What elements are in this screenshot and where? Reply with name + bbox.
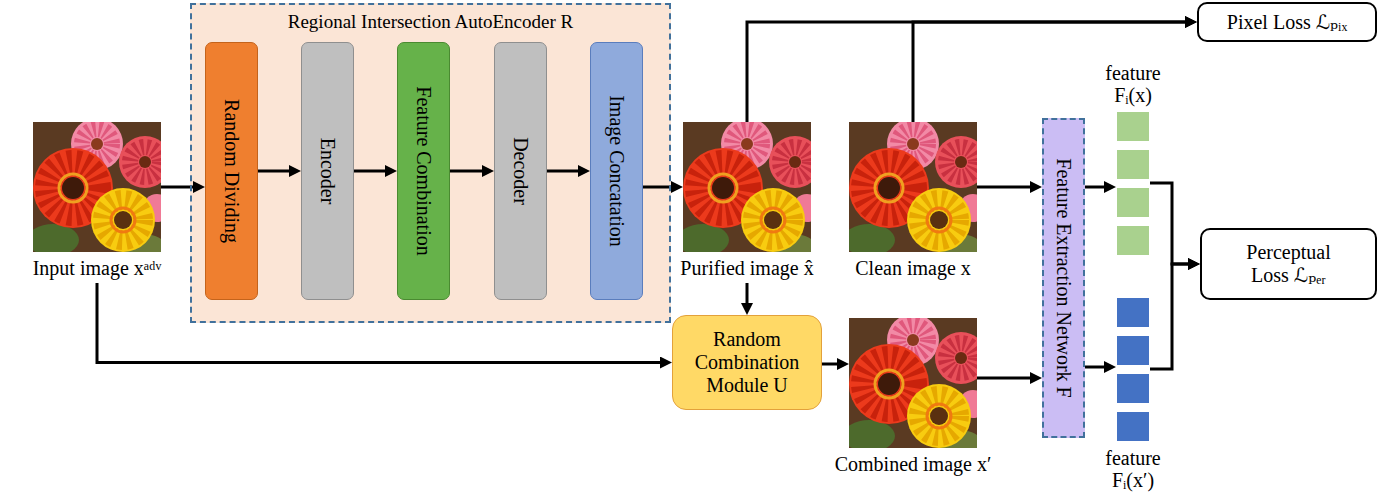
node-label: Random Dividing [221, 99, 243, 243]
node-label: Encoder [317, 138, 339, 205]
feature-column: feature Fᵢ(x) [1116, 110, 1150, 256]
arrow-connector [747, 22, 1187, 122]
feature-squares [1117, 298, 1149, 441]
node-label: Random Combination Module U [682, 328, 812, 397]
node-label: Pixel Loss ℒₚᵢₓ [1227, 11, 1347, 34]
process-block: Random Dividing [205, 42, 258, 300]
arrow-connector [822, 363, 839, 366]
feature-squares [1117, 112, 1149, 255]
flower-photo [27, 118, 171, 258]
image-thumbnail: Purified image x̂ [683, 122, 811, 252]
network-block: Feature Extraction Network F [1042, 118, 1085, 438]
module-box: Random Combination Module U [672, 315, 822, 410]
arrow-connector [643, 186, 673, 189]
image-caption: feature Fᵢ(x) [1093, 62, 1173, 106]
process-block: Image Concatation [590, 42, 643, 300]
flower-photo [843, 118, 987, 258]
image-caption: Clean image x [855, 257, 971, 280]
group-title: Regional Intersection AutoEncoder R [192, 11, 669, 33]
flower-photo [843, 314, 987, 454]
module-group: Regional Intersection AutoEncoder R Rando… [190, 3, 671, 323]
image-thumbnail: Input image xᵃᵈᵛ [33, 122, 161, 252]
node-label: Decoder [510, 137, 532, 205]
node-label: Perceptual Loss ℒₚₑᵣ [1229, 241, 1349, 287]
process-block: Encoder [301, 42, 354, 300]
image-thumbnail: Combined image x′ [849, 318, 977, 448]
node-label: Feature Extraction Network F [1053, 158, 1075, 397]
arrow-connector [977, 377, 1032, 380]
arrow-connector [258, 170, 291, 173]
process-block: Feature Combination [397, 42, 450, 300]
process-block: Decoder [494, 42, 547, 300]
arrow-connector [1150, 264, 1190, 369]
arrow-connector [450, 170, 484, 173]
arrow-connector [354, 170, 387, 173]
image-caption: Purified image x̂ [680, 257, 813, 280]
arrow-connector [913, 22, 1187, 122]
arrow-connector [1085, 366, 1106, 369]
image-thumbnail: Clean image x [849, 122, 977, 252]
arrow-connector [547, 170, 580, 173]
node-label: Image Concatation [606, 95, 628, 247]
arrow-connector [1085, 186, 1106, 189]
group-fill [190, 3, 671, 323]
flower-photo [677, 118, 821, 258]
image-caption: feature Fᵢ(x′) [1093, 447, 1173, 491]
feature-column: feature Fᵢ(x′) [1116, 296, 1150, 442]
arrow-connector [746, 283, 749, 305]
arrow-connector [1150, 183, 1190, 264]
image-caption: Combined image x′ [835, 453, 992, 476]
group-background [190, 3, 671, 323]
connector-group [97, 22, 1190, 378]
loss-box: Perceptual Loss ℒₚₑᵣ [1200, 228, 1377, 300]
image-caption: Input image xᵃᵈᵛ [33, 257, 162, 280]
node-label: Feature Combination [413, 86, 435, 255]
arrow-connector [977, 186, 1032, 189]
loss-box: Pixel Loss ℒₚᵢₓ [1197, 2, 1377, 42]
